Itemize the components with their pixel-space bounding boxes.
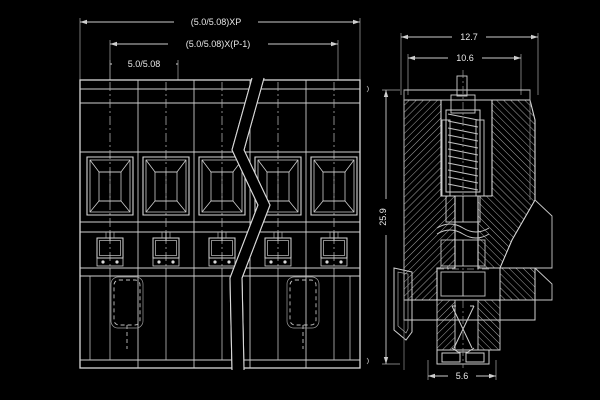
side-section-clamping-cage (436, 119, 490, 239)
dimension-overall-pitch-total: (5.0/5.08)XP (79, 15, 361, 80)
front-view-edge-break-marks (366, 85, 369, 365)
dimension-pin-spacing-bottom: 5.6 (427, 360, 497, 382)
front-view-pole-dividers (89, 80, 351, 368)
side-section-view: 12.7 10.6 25.9 (378, 30, 553, 382)
front-view-hidden-cavity-outlines (110, 276, 320, 329)
dimension-inner-pitch-span: (5.0/5.08)X(P-1) (109, 37, 339, 80)
dimension-height-overall: 25.9 (378, 89, 400, 365)
dimension-label-width-inner: 10.6 (456, 53, 474, 63)
dimension-width-overall: 12.7 (400, 30, 539, 95)
side-section-pin-block (436, 300, 490, 368)
dimension-label-inner-pitch-span: (5.0/5.08)X(P-1) (186, 39, 251, 49)
front-view-body-outline (79, 79, 361, 369)
side-section-screw-thread (445, 70, 481, 200)
front-view-break-line (229, 77, 271, 371)
dimension-width-inner: 10.6 (407, 51, 522, 95)
side-section-guide-lines (403, 90, 531, 370)
side-section-side-flange (534, 199, 553, 301)
dimension-label-pin-spacing-bottom: 5.6 (456, 371, 469, 381)
side-section-mounting-latch (393, 267, 413, 341)
dimension-label-height-overall: 25.9 (378, 208, 388, 226)
dimension-label-width-overall: 12.7 (460, 32, 478, 42)
dimension-pitch-single: 5.0/5.08 (109, 57, 179, 80)
dimension-label-pitch-single: 5.0/5.08 (128, 59, 161, 69)
side-section-housing (403, 89, 536, 351)
side-section-internal-cavities (437, 239, 489, 297)
dimension-label-overall-pitch-total: (5.0/5.08)XP (191, 17, 242, 27)
front-view-hidden-cavities (113, 279, 317, 349)
front-view: (5.0/5.08)XP (5.0/5.08)X(P-1) 5.0/5.08 (79, 15, 369, 371)
